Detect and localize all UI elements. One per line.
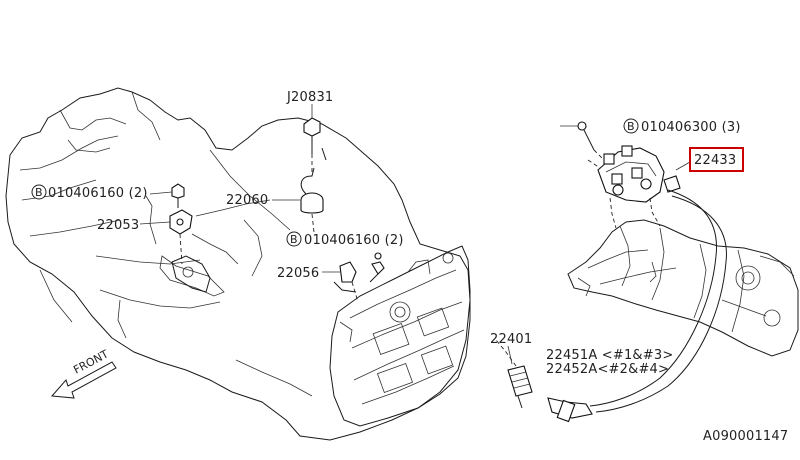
- front-arrow: FRONT: [50, 347, 117, 399]
- engine-block: [5, 87, 471, 441]
- leader-lines: [139, 104, 691, 365]
- ignition-coil: [587, 145, 681, 229]
- spark-plug-wire: [547, 189, 727, 423]
- label-22060: 22060: [226, 193, 268, 208]
- knock-sensor: [300, 117, 327, 233]
- b-badge-left: B: [31, 184, 47, 200]
- cam-sensor: [169, 183, 211, 293]
- label-22452a: 22452A<#2&#4>: [546, 362, 669, 377]
- b-badge-mid: B: [286, 231, 302, 247]
- label-bolt-mid: 010406160 (2): [304, 233, 404, 248]
- front-label: FRONT: [71, 347, 111, 376]
- label-22053: 22053: [97, 218, 139, 233]
- intake-manifold: [567, 219, 799, 357]
- label-22056: 22056: [277, 266, 319, 281]
- diagram-code: A090001147: [703, 429, 788, 444]
- cylinder-head: [329, 245, 471, 427]
- label-22401: 22401: [490, 332, 532, 347]
- label-bolt-right: 010406300 (3): [641, 120, 741, 135]
- spark-plug: [495, 339, 533, 409]
- bolt-right: [577, 121, 605, 161]
- b-badge-right: B: [623, 118, 639, 134]
- highlight-box-22433: [689, 147, 744, 172]
- label-bolt-left: 010406160 (2): [48, 186, 148, 201]
- b-badge-mid-letter: B: [290, 233, 298, 246]
- label-22433: 22433: [694, 153, 736, 168]
- b-badge-right-letter: B: [627, 120, 635, 133]
- label-22451a: 22451A <#1&#3>: [546, 348, 673, 363]
- crank-sensor: [333, 252, 385, 303]
- label-j20831: J20831: [286, 90, 333, 105]
- b-badge-left-letter: B: [35, 186, 43, 199]
